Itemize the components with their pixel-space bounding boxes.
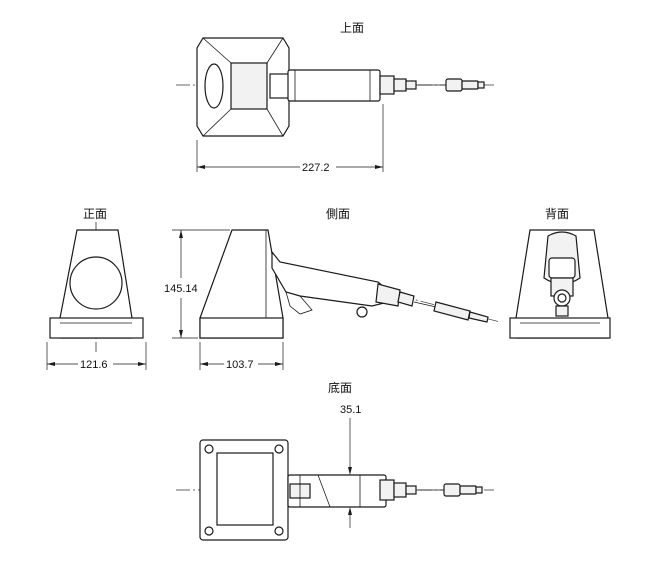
dim-length: 227.2 <box>302 162 330 174</box>
bottom-plate <box>216 452 274 526</box>
dim-depth: 103.7 <box>226 359 254 371</box>
side-arm <box>271 250 391 307</box>
side-connector <box>375 283 401 307</box>
top-arm-body <box>287 69 381 102</box>
side-view: 側面 145.14 103.7 <box>164 207 501 371</box>
top-connector <box>379 75 395 95</box>
top-view: 上面 227.2 <box>176 21 494 174</box>
dim-width: 121.6 <box>80 359 108 371</box>
dim-height: 145.14 <box>164 283 198 295</box>
top-arm-joint <box>269 73 291 99</box>
dim-cable-offset: 35.1 <box>340 404 361 416</box>
front-lens <box>69 256 123 310</box>
top-lens <box>204 63 224 109</box>
back-base <box>509 317 611 339</box>
bottom-connector <box>379 479 395 501</box>
front-view-label: 正面 <box>83 207 107 221</box>
bottom-view-label: 底面 <box>328 380 352 395</box>
top-view-label: 上面 <box>340 21 364 35</box>
mount-hole <box>274 526 284 536</box>
top-base-plate <box>230 62 268 110</box>
front-view: 正面 121.6 <box>46 207 147 371</box>
mount-hole <box>204 526 214 536</box>
top-plug <box>445 78 463 92</box>
mount-hole <box>204 444 214 454</box>
front-base <box>49 317 144 339</box>
mount-hole <box>274 444 284 454</box>
side-view-label: 側面 <box>326 207 350 221</box>
back-view: 背面 <box>509 207 611 339</box>
back-view-label: 背面 <box>545 207 569 221</box>
bottom-view: 底面 35.1 <box>176 380 494 541</box>
bottom-plug <box>443 483 461 497</box>
side-plug <box>433 301 471 321</box>
side-base <box>199 317 284 339</box>
